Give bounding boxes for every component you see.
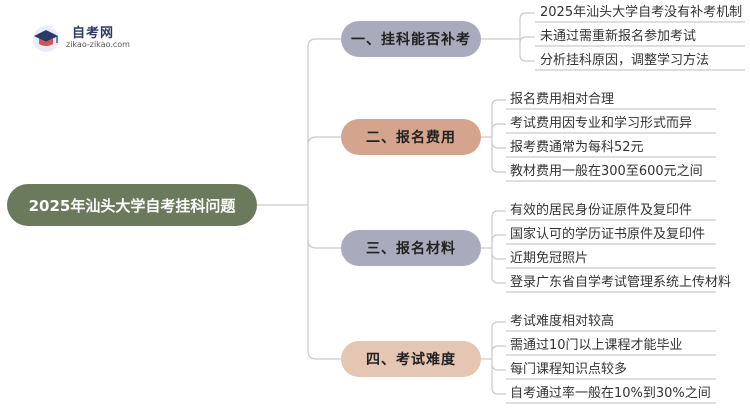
leaf-item: 每门课程知识点较多 [510,362,628,377]
connector-line [491,363,506,371]
connector-line [491,276,506,284]
logo-url: zikao-zikao.com [66,40,130,49]
connector-line [519,36,535,44]
leaf-item: 考试难度相对较高 [510,314,615,329]
leaf-item: 2025年汕头大学自考没有补考机制 [540,5,743,20]
connector-line [519,12,535,20]
graduation-cap-icon [33,26,59,52]
connector-line [491,345,506,353]
branch-node-materials: 三、报名材料 [341,230,481,266]
connector-line [491,387,506,395]
connector-line [307,350,341,360]
logo-name: 自考网 [72,26,115,41]
connector-line [491,141,506,149]
connector-line [307,239,341,249]
leaf-item: 教材费用一般在300至600元之间 [510,164,703,179]
branch-node-retake: 一、挂科能否补考 [341,21,481,57]
connector-line [491,210,506,218]
leaf-item: 登录广东省自学考试管理系统上传材料 [510,275,732,290]
connector-line [519,54,535,62]
leaf-item: 有效的居民身份证原件及复印件 [510,203,693,218]
site-logo[interactable]: 自考网 zikao-zikao.com [30,20,150,56]
connector-line [307,38,341,48]
branch-node-difficulty: 四、考试难度 [341,341,481,377]
leaf-item: 报考费通常为每科52元 [510,140,644,155]
leaf-item: 国家认可的学历证书原件及复印件 [510,227,706,242]
connector-line [491,165,506,173]
leaf-item: 报名费用相对合理 [510,92,615,107]
leaf-item: 考试费用因专业和学习形式而异 [510,116,693,131]
leaf-item: 未通过需重新报名参加考试 [540,29,697,44]
leaf-item: 自考通过率一般在10%到30%之间 [510,386,711,401]
connector-line [307,136,341,146]
connector-line [491,234,506,242]
connector-line [491,252,506,260]
connector-line [491,99,506,107]
root-node: 2025年汕头大学自考挂科问题 [7,184,257,226]
connector-line [491,321,506,329]
leaf-item: 分析挂科原因，调整学习方法 [540,53,710,68]
connector-line [491,123,506,131]
branch-node-fees: 二、报名费用 [341,119,481,155]
leaf-item: 近期免冠照片 [510,251,589,266]
leaf-item: 需通过10门以上课程才能毕业 [510,338,683,353]
